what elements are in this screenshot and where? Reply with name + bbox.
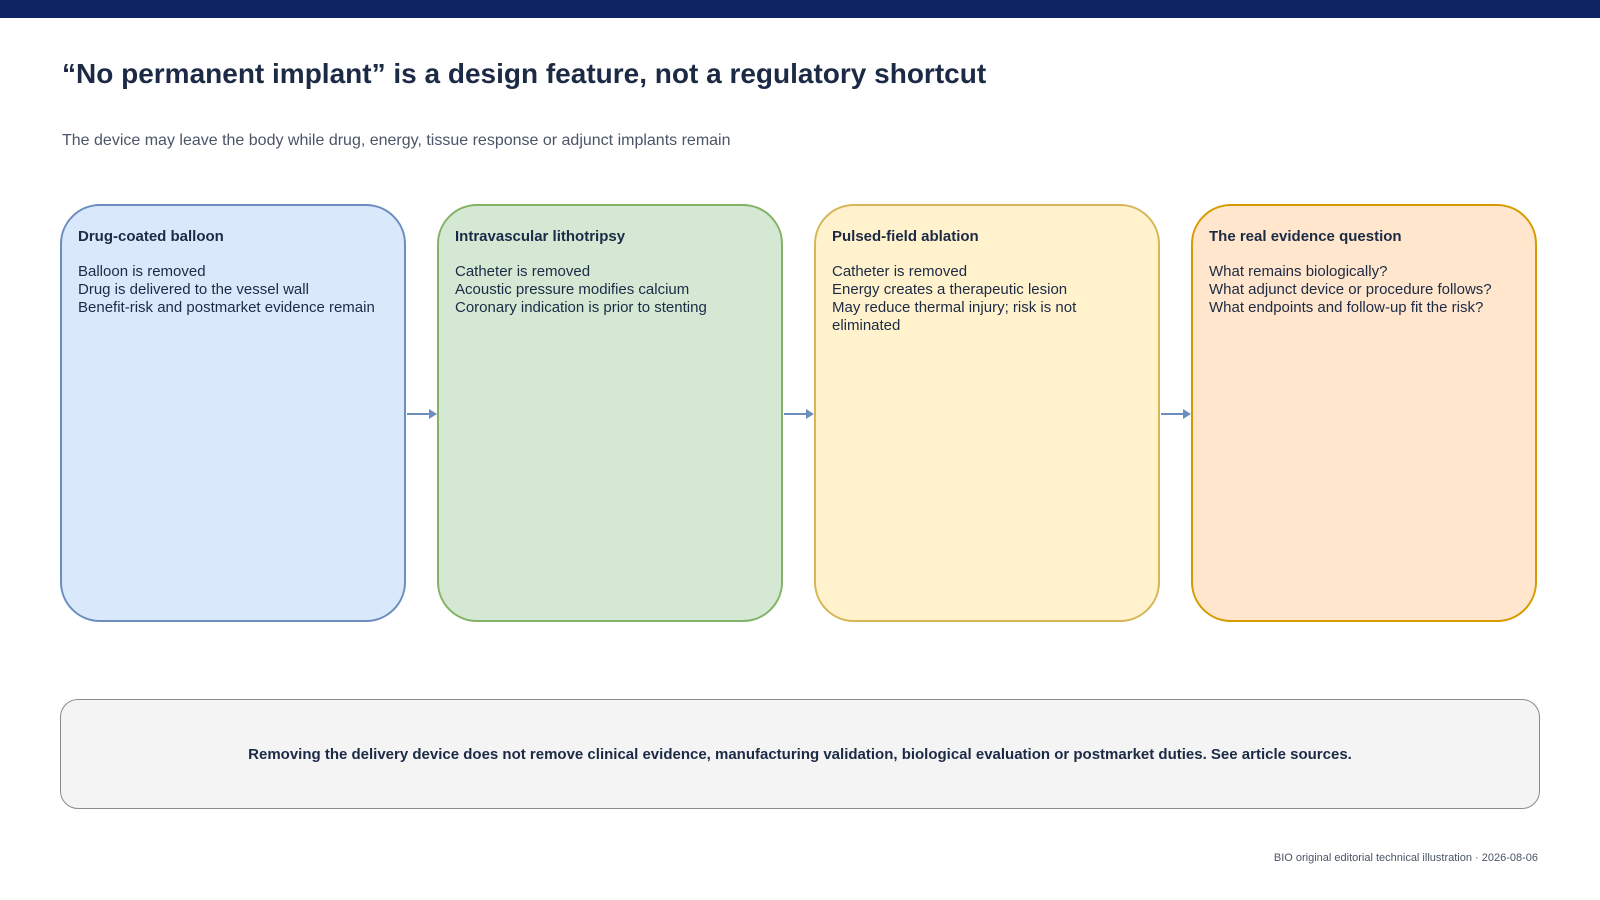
card-line: Energy creates a therapeutic lesion [832, 281, 1068, 298]
card-real-evidence-question: The real evidence question What remains … [1191, 204, 1537, 622]
card-line: Coronary indication is prior to stenting [455, 299, 707, 316]
card-line: May reduce thermal injury; risk is not e… [832, 299, 1077, 334]
card-drug-coated-balloon: Drug-coated balloon Balloon is removed D… [60, 204, 406, 622]
card-title: Intravascular lithotripsy [455, 228, 626, 245]
card-line: Drug is delivered to the vessel wall [78, 281, 309, 298]
card-title: The real evidence question [1209, 228, 1402, 245]
summary-note-text: Removing the delivery device does not re… [248, 745, 1352, 763]
card-line: What adjunct device or procedure follows… [1209, 281, 1492, 298]
footer-credit: BIO original editorial technical illustr… [1273, 852, 1538, 864]
page-subtitle: The device may leave the body while drug… [62, 132, 731, 149]
card-line: What remains biologically? [1209, 263, 1388, 280]
card-title: Drug-coated balloon [78, 228, 224, 245]
arrow-connector-icon [407, 409, 437, 419]
card-title: Pulsed-field ablation [832, 228, 979, 245]
card-line: Benefit-risk and postmarket evidence rem… [78, 299, 375, 316]
card-pulsed-field-ablation: Pulsed-field ablation Catheter is remove… [814, 204, 1160, 622]
card-line: Catheter is removed [455, 263, 591, 280]
card-line: Balloon is removed [78, 263, 206, 280]
arrow-connector-icon [784, 409, 814, 419]
summary-note-box: Removing the delivery device does not re… [60, 699, 1540, 809]
card-line: What endpoints and follow-up fit the ris… [1209, 299, 1484, 316]
arrow-connector-icon [1161, 409, 1191, 419]
card-line: Acoustic pressure modifies calcium [455, 281, 690, 298]
top-bar [0, 0, 1600, 18]
page-title: “No permanent implant” is a design featu… [62, 58, 987, 89]
card-line: Catheter is removed [832, 263, 968, 280]
card-intravascular-lithotripsy: Intravascular lithotripsy Catheter is re… [437, 204, 783, 622]
